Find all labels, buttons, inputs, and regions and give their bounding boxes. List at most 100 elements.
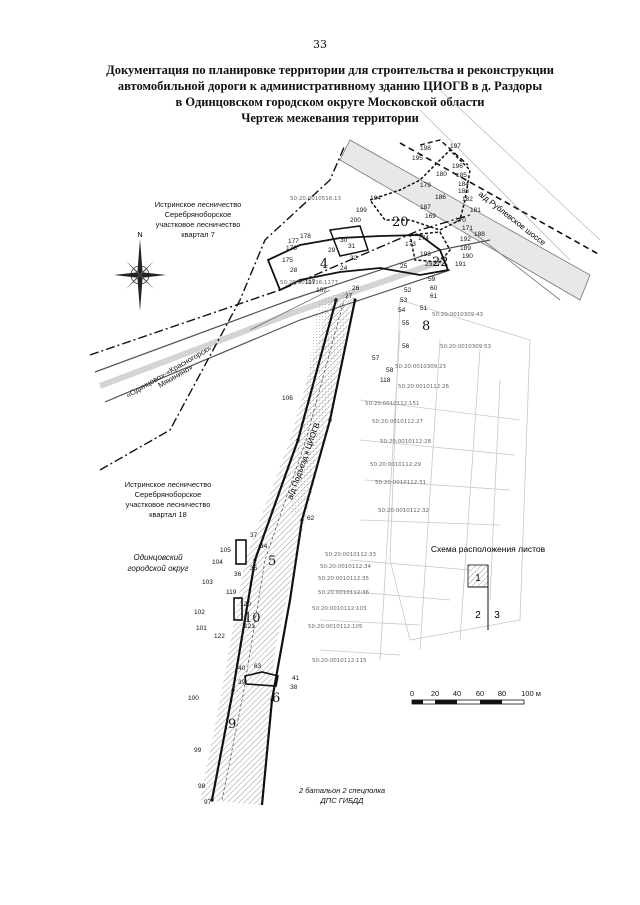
odintsovo-road (89, 144, 491, 471)
svg-text:Одинцовский: Одинцовский (133, 553, 183, 562)
svg-text:20: 20 (392, 215, 409, 230)
svg-text:40: 40 (453, 689, 461, 698)
svg-text:50:20:0010309:43: 50:20:0010309:43 (432, 312, 484, 318)
svg-text:179: 179 (420, 182, 431, 189)
svg-text:50:20:0010112:105: 50:20:0010112:105 (308, 624, 363, 630)
svg-text:176: 176 (286, 245, 297, 252)
svg-text:169: 169 (425, 213, 436, 220)
svg-text:122: 122 (214, 633, 225, 640)
cadastral-numbers: 50:20:0010516:13 50:20:0010516:1177 50:2… (280, 196, 492, 664)
svg-text:191: 191 (455, 261, 466, 268)
svg-text:31: 31 (348, 243, 356, 250)
svg-text:175: 175 (282, 257, 293, 264)
svg-text:26: 26 (352, 285, 360, 292)
sheet-scheme-title: Схема расположения листов (431, 544, 546, 554)
svg-text:39: 39 (238, 679, 246, 686)
svg-text:100 м: 100 м (521, 689, 541, 698)
svg-text:50:20:0010112:32: 50:20:0010112:32 (378, 508, 429, 514)
svg-text:30: 30 (340, 237, 348, 244)
svg-text:59: 59 (428, 276, 436, 283)
svg-text:50:20:0010309:53: 50:20:0010309:53 (440, 344, 492, 350)
svg-text:50:20:0010112:33: 50:20:0010112:33 (325, 552, 377, 558)
svg-text:50:20:0010309:23: 50:20:0010309:23 (395, 364, 447, 370)
svg-text:192: 192 (460, 236, 471, 243)
svg-text:184: 184 (458, 181, 469, 188)
svg-text:187: 187 (420, 204, 431, 211)
sheet-layout-scheme: Схема расположения листов 1 2 3 (431, 544, 546, 630)
sheet-2-label: 2 (475, 610, 481, 621)
svg-text:5: 5 (268, 554, 276, 569)
svg-text:117: 117 (305, 279, 316, 286)
svg-text:173: 173 (405, 241, 416, 248)
svg-text:58: 58 (386, 367, 394, 374)
svg-text:105: 105 (220, 547, 231, 554)
page-number: 33 (313, 38, 327, 51)
svg-text:200: 200 (350, 217, 361, 224)
svg-text:25: 25 (400, 263, 408, 270)
police-label: 2 батальон 2 спецполка ДПС ГИБДД (298, 786, 385, 805)
svg-text:101: 101 (196, 625, 207, 632)
svg-text:185: 185 (456, 172, 467, 179)
svg-text:0: 0 (410, 689, 414, 698)
svg-text:51: 51 (420, 305, 428, 312)
svg-text:ДПС ГИБДД: ДПС ГИБДД (320, 796, 365, 805)
svg-text:34: 34 (260, 543, 268, 550)
svg-text:52: 52 (404, 287, 412, 294)
svg-text:городской округ: городской округ (128, 564, 189, 573)
svg-text:10: 10 (244, 611, 261, 626)
svg-text:188: 188 (474, 231, 485, 238)
compass-rose-icon: N (114, 232, 166, 311)
svg-text:194: 194 (370, 195, 381, 202)
svg-text:177: 177 (288, 238, 299, 245)
svg-text:24: 24 (340, 265, 348, 272)
title-line-1: Документация по планировке территории дл… (106, 63, 554, 77)
svg-text:193: 193 (420, 251, 431, 258)
svg-text:37: 37 (250, 532, 258, 539)
district-label: Одинцовский городской округ (128, 553, 189, 573)
svg-text:171: 171 (462, 225, 473, 232)
svg-text:9: 9 (228, 717, 236, 732)
svg-text:104: 104 (212, 559, 223, 566)
svg-text:38: 38 (290, 684, 298, 691)
scale-bar: 0 20 40 60 80 100 м (410, 689, 541, 705)
svg-text:56: 56 (402, 343, 410, 350)
parcel-numbers: 4 5 6 8 9 10 20 22 (228, 215, 449, 732)
svg-text:55: 55 (402, 320, 410, 327)
svg-text:106: 106 (282, 395, 293, 402)
svg-text:170: 170 (455, 217, 466, 224)
boundary-point-markers (210, 298, 357, 802)
svg-text:8: 8 (422, 319, 430, 334)
svg-text:28: 28 (290, 267, 298, 274)
svg-text:107: 107 (316, 287, 327, 294)
svg-text:199: 199 (356, 207, 367, 214)
svg-text:50:20:0010112:36: 50:20:0010112:36 (318, 590, 370, 596)
title-line-2: автомобильной дороги к административному… (117, 79, 543, 93)
svg-text:186: 186 (435, 194, 446, 201)
svg-text:103: 103 (202, 579, 213, 586)
svg-text:50:20:0010112:103: 50:20:0010112:103 (312, 606, 367, 612)
svg-text:62: 62 (307, 515, 315, 522)
parcel-cluster (266, 148, 471, 292)
svg-text:190: 190 (462, 253, 473, 260)
svg-text:36: 36 (234, 571, 242, 578)
svg-text:22: 22 (432, 255, 449, 270)
svg-text:Серебряноборское: Серебряноборское (135, 490, 202, 499)
svg-text:50:20:0010112:151: 50:20:0010112:151 (365, 401, 420, 407)
small-plots (233, 539, 279, 687)
sheet-3-label: 3 (494, 610, 500, 621)
svg-text:97: 97 (204, 799, 212, 806)
svg-text:61: 61 (430, 293, 438, 300)
svg-text:2 батальон 2 спецполка: 2 батальон 2 спецполка (298, 786, 385, 795)
svg-text:120: 120 (240, 601, 251, 608)
svg-text:195: 195 (412, 155, 423, 162)
svg-text:32: 32 (350, 255, 358, 262)
svg-text:20: 20 (431, 689, 439, 698)
svg-text:Истринское лесничество: Истринское лесничество (125, 480, 212, 489)
svg-text:участковое лесничество: участковое лесничество (126, 500, 211, 509)
svg-text:100: 100 (188, 695, 199, 702)
forestry-top-label: Истринское лесничество Серебряноборское … (155, 200, 242, 239)
svg-text:54: 54 (398, 307, 406, 314)
svg-text:квартал 18: квартал 18 (149, 510, 187, 519)
svg-text:50:20:0010516:1177: 50:20:0010516:1177 (280, 280, 339, 286)
